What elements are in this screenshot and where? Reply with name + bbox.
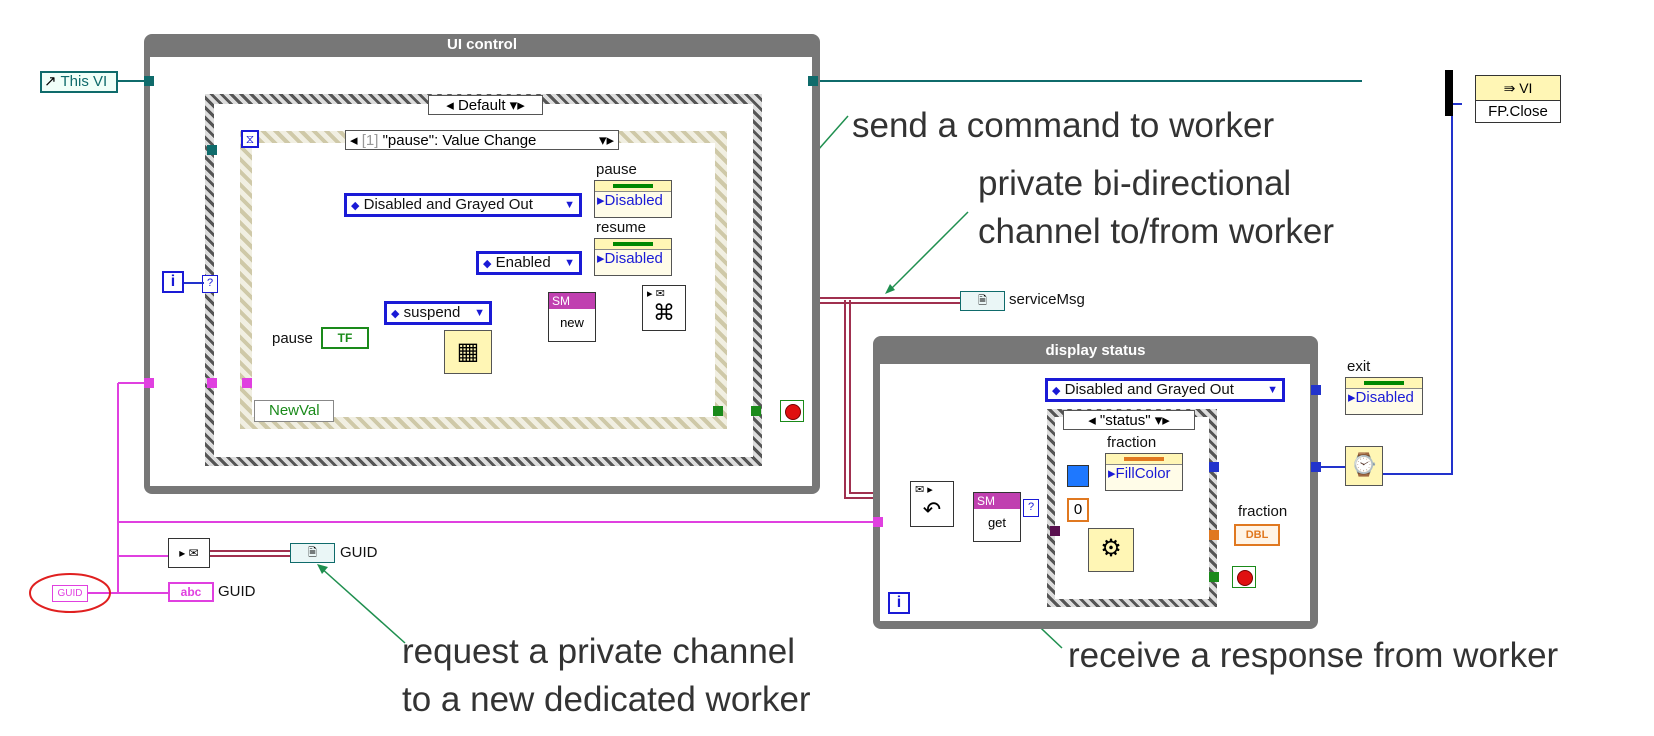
iteration-terminal: i: [162, 271, 184, 293]
decrement-icon: ◂: [350, 132, 358, 149]
service-msg-label: serviceMsg: [1009, 291, 1085, 308]
stop-button[interactable]: [780, 400, 804, 422]
resume-prop-value: ▸Disabled: [597, 250, 663, 267]
annotation-request-1: request a private channel: [402, 632, 796, 671]
stop-icon: [785, 404, 801, 420]
decrement-icon: ◂: [1088, 412, 1096, 429]
enum-disabled-grayed[interactable]: ◆ Disabled and Grayed Out ▼: [344, 193, 582, 217]
case-selector-status[interactable]: ◂ "status" ▾▸: [1063, 410, 1195, 430]
dropdown-icon: ▼: [564, 257, 575, 269]
ui-control-title: UI control: [447, 36, 517, 53]
annotation-private-1: private bi-directional: [978, 164, 1292, 203]
request-channel-node[interactable]: ▸ ✉: [168, 538, 210, 568]
link-icon: ↗: [44, 73, 57, 90]
dropdown-icon: ▼: [564, 199, 575, 211]
sm-get-node[interactable]: SM get: [973, 492, 1021, 542]
guid-string-indicator: abc: [168, 582, 214, 602]
event-selector[interactable]: ◂ [1] "pause": Value Change ▾▸: [345, 130, 619, 150]
invoke-icon: ⇛: [1503, 80, 1516, 96]
send-command-node[interactable]: ⌘ ▸ ✉: [642, 285, 686, 331]
newval-event-data: NewVal: [254, 400, 334, 422]
enum-tunnel: [1311, 385, 1321, 395]
this-vi-reference[interactable]: ↗ This VI: [40, 71, 118, 93]
fraction-prop-label: fraction: [1107, 434, 1157, 451]
dropdown-icon: ▾▸: [598, 132, 614, 149]
exit-prop-value: ▸Disabled: [1348, 389, 1414, 406]
pause-prop-value: ▸Disabled: [597, 192, 663, 209]
sync-bar: [1445, 70, 1453, 116]
fp-close-invoke-node[interactable]: ⇛ VI FP.Close: [1475, 75, 1561, 123]
case-selector-default[interactable]: ◂ Default ▾▸: [428, 95, 543, 115]
enum-icon: ◆: [1052, 385, 1061, 397]
message-class-icon: ▦: [444, 330, 492, 374]
dropdown-icon: ▾▸: [509, 97, 525, 114]
enum-icon: ◆: [483, 258, 492, 270]
guid-tunnel: [144, 378, 154, 388]
pause-property-node[interactable]: ▸Disabled: [594, 180, 672, 218]
message-icon: ▸ ✉: [179, 546, 199, 560]
guid-channel-terminal: 🗎: [290, 543, 335, 563]
pause-boolean-terminal: TF: [321, 327, 369, 349]
refnum-tunnel: [144, 76, 154, 86]
fraction-prop-value: ▸FillColor: [1108, 465, 1171, 482]
stop-tunnel: [713, 406, 723, 416]
refnum-tunnel: [808, 76, 818, 86]
stop-tunnel: [751, 406, 761, 416]
enum-disabled-grayed-status[interactable]: ◆ Disabled and Grayed Out ▼: [1045, 378, 1285, 402]
dropdown-icon: ▼: [474, 307, 485, 319]
enum-icon: ◆: [351, 200, 360, 212]
blue-tunnel: [1209, 462, 1219, 472]
hourglass-icon: ⧖: [241, 130, 259, 148]
wait-clock-icon: ⌚: [1345, 446, 1383, 486]
play-icon: ▸ ✉: [647, 288, 665, 300]
resume-prop-label: resume: [596, 219, 647, 236]
service-msg-terminal: 🗎: [960, 291, 1005, 311]
resume-property-node[interactable]: ▸Disabled: [594, 238, 672, 276]
enum-icon: ◆: [391, 308, 400, 320]
guid-tunnel: [873, 517, 883, 527]
annotation-private-2: channel to/from worker: [978, 212, 1334, 251]
display-status-title: display status: [1045, 342, 1146, 359]
pause-terminal-label: pause: [272, 330, 313, 347]
green-tunnel: [1209, 572, 1219, 582]
exit-prop-label: exit: [1347, 358, 1371, 375]
unknown-terminal: ?: [1023, 499, 1039, 517]
receive-response-node[interactable]: ↶ ✉ ▸: [910, 481, 954, 527]
message-icon: ✉ ▸: [915, 484, 933, 496]
annotation-send: send a command to worker: [852, 106, 1275, 145]
fraction-property-node[interactable]: ▸FillColor: [1105, 453, 1183, 491]
decrement-icon: ◂: [446, 97, 454, 114]
annotation-receive: receive a response from worker: [1068, 636, 1559, 675]
dropdown-icon: ▾▸: [1154, 412, 1170, 429]
enum-enabled[interactable]: ◆ Enabled ▼: [476, 251, 582, 275]
color-constant[interactable]: [1067, 465, 1089, 487]
fraction-indicator-label: fraction: [1238, 503, 1288, 520]
guid-tunnel: [207, 378, 217, 388]
cluster-tunnel: [1050, 526, 1060, 536]
unknown-terminal: ?: [202, 275, 218, 293]
zero-constant[interactable]: 0: [1067, 498, 1089, 522]
blue-tunnel: [1311, 462, 1321, 472]
pause-prop-label: pause: [596, 161, 637, 178]
guid-label-1: GUID: [340, 544, 378, 561]
sm-new-node[interactable]: SM new: [548, 292, 596, 342]
guid-constant[interactable]: GUID: [52, 585, 88, 602]
annotation-request-2: to a new dedicated worker: [402, 680, 811, 719]
iteration-terminal-status: i: [888, 592, 910, 614]
stop-icon: [1237, 570, 1253, 586]
guid-label-2: GUID: [218, 583, 256, 600]
gear-icon: ⚙: [1088, 528, 1134, 572]
orange-tunnel: [1209, 530, 1219, 540]
enum-suspend[interactable]: ◆ suspend ▼: [384, 301, 492, 325]
fraction-indicator: DBL: [1234, 524, 1280, 546]
command-icon: ⌘: [653, 300, 675, 325]
guid-tunnel: [242, 378, 252, 388]
dropdown-icon: ▼: [1267, 384, 1278, 396]
stop-button-status[interactable]: [1232, 566, 1256, 588]
exit-property-node[interactable]: ▸Disabled: [1345, 377, 1423, 415]
reply-icon: ↶: [922, 497, 942, 522]
refnum-tunnel: [207, 145, 217, 155]
